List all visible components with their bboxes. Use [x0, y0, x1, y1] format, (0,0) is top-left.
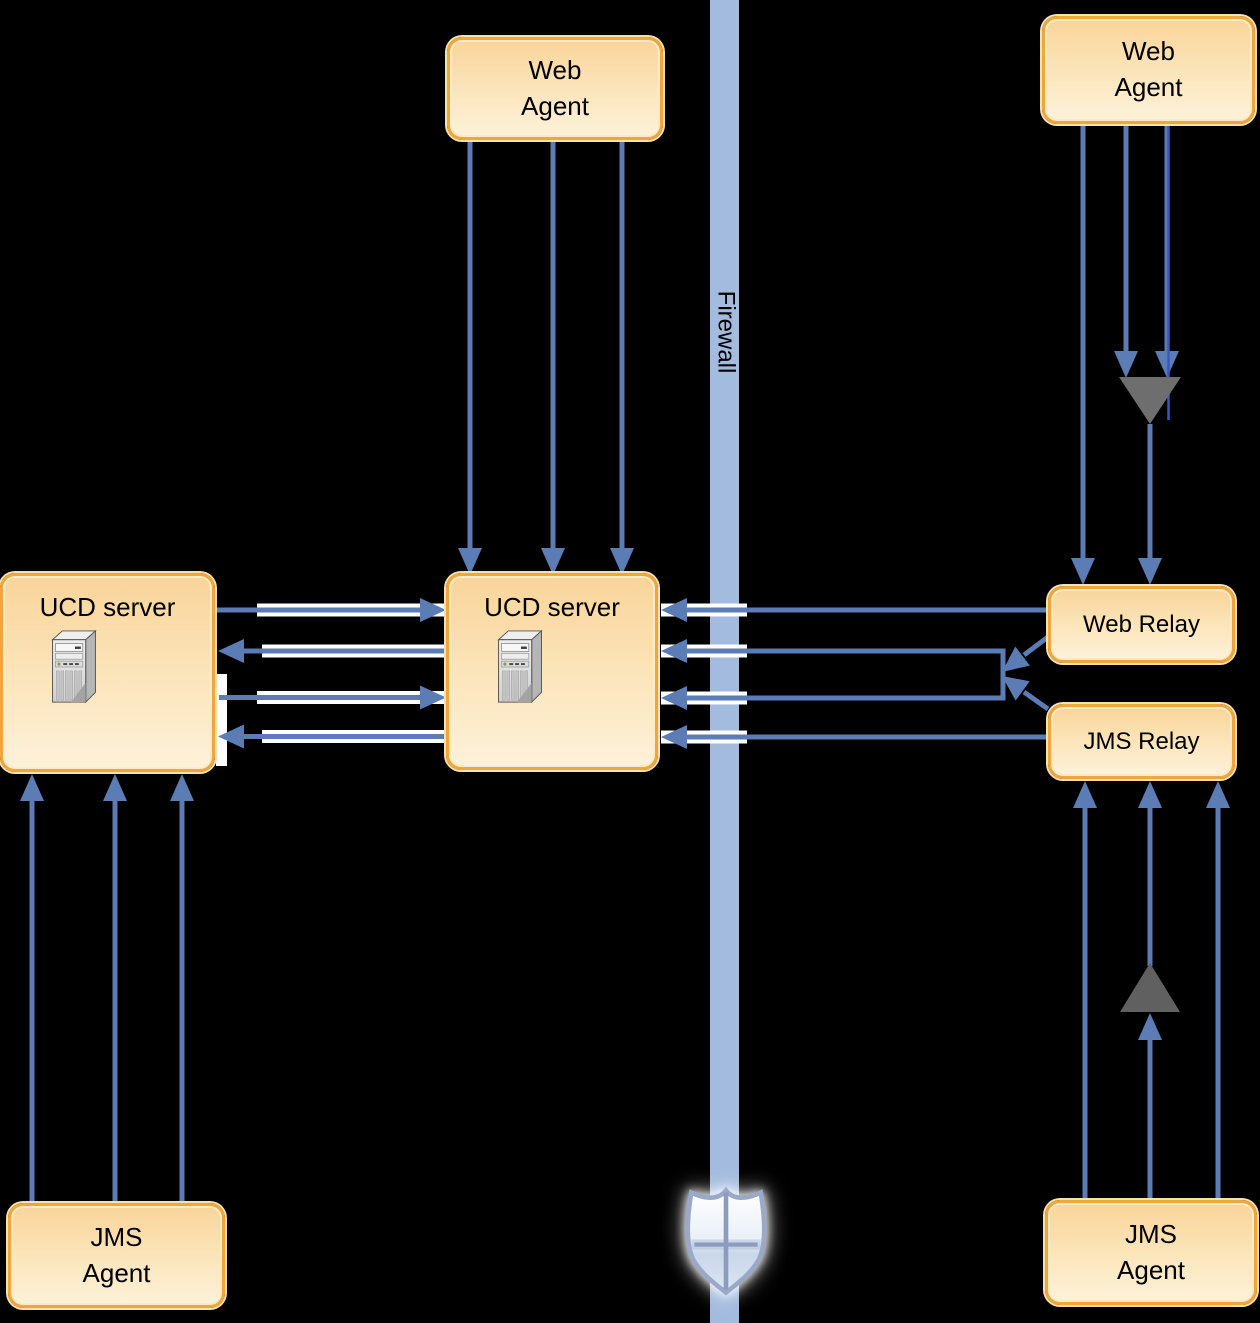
arrow-head-left — [661, 639, 687, 663]
arrow-shaft-webrelay-to-junction — [1022, 635, 1050, 657]
arrow-head-left — [661, 725, 687, 749]
arrow-head-down — [1138, 558, 1162, 585]
node-label: UCD server — [39, 592, 176, 622]
arrow-head-left — [218, 639, 244, 663]
arrow-head-down — [458, 548, 482, 575]
arrow-head-right — [420, 685, 446, 710]
arrow-head-down — [610, 548, 634, 575]
node-label: JMS Agent — [82, 1221, 151, 1288]
arrow-head-up — [170, 774, 194, 801]
arrow-head-up — [1073, 781, 1097, 808]
arrow-head-up — [1138, 781, 1162, 808]
arrow-head-left — [661, 598, 687, 622]
node-web-relay: Web Relay — [1048, 586, 1235, 663]
node-label: UCD server — [484, 592, 620, 622]
node-ucd-server-left: UCD server — [0, 573, 215, 772]
halo-strip — [216, 674, 227, 766]
arrow-head-left — [661, 686, 687, 710]
node-web-agent-top-left: Web Agent — [447, 37, 663, 140]
node-jms-relay: JMS Relay — [1048, 704, 1235, 779]
node-label: JMS Agent — [1117, 1218, 1185, 1285]
server-tower-icon — [495, 628, 545, 706]
arrow-head-junction-upper — [1002, 646, 1030, 672]
arrow-head-left — [218, 724, 244, 749]
arrow-head-down — [1071, 558, 1095, 585]
node-label: Web Agent — [1114, 36, 1183, 102]
arrow-head-down — [541, 548, 565, 575]
firewall-bar — [710, 0, 739, 1323]
server-tower-icon — [49, 628, 99, 706]
node-jms-agent-bottom-right: JMS Agent — [1045, 1200, 1257, 1305]
arrow-head-down — [1114, 351, 1138, 378]
arrow-head-right — [420, 598, 446, 622]
funnel-up-icon — [1120, 963, 1180, 1012]
arrow-head-up — [1206, 781, 1230, 808]
node-web-agent-top-right: Web Agent — [1042, 16, 1255, 124]
node-label: Web Agent — [521, 54, 589, 121]
arrow-head-down — [1155, 351, 1179, 378]
arrow-head-up — [103, 774, 127, 801]
shield-icon — [685, 1186, 767, 1296]
node-label: Web Relay — [1083, 610, 1200, 638]
arrow-head-up — [20, 774, 44, 801]
node-label: JMS Relay — [1083, 727, 1200, 755]
node-jms-agent-bottom-left: JMS Agent — [8, 1203, 225, 1308]
connector-heads — [20, 351, 1230, 1040]
arrow-shaft-jmsrelay-to-junction — [1022, 689, 1050, 712]
connector-shafts — [29, 125, 1221, 1203]
firewall-label: Firewall — [712, 290, 739, 374]
funnel-down-icon — [1119, 377, 1181, 424]
arrow-head-junction-lower — [1002, 676, 1030, 701]
firewall-label-wrap: Firewall — [700, 282, 750, 382]
arrow-head-up — [1138, 1013, 1162, 1040]
node-ucd-server-center: UCD server — [446, 573, 658, 770]
